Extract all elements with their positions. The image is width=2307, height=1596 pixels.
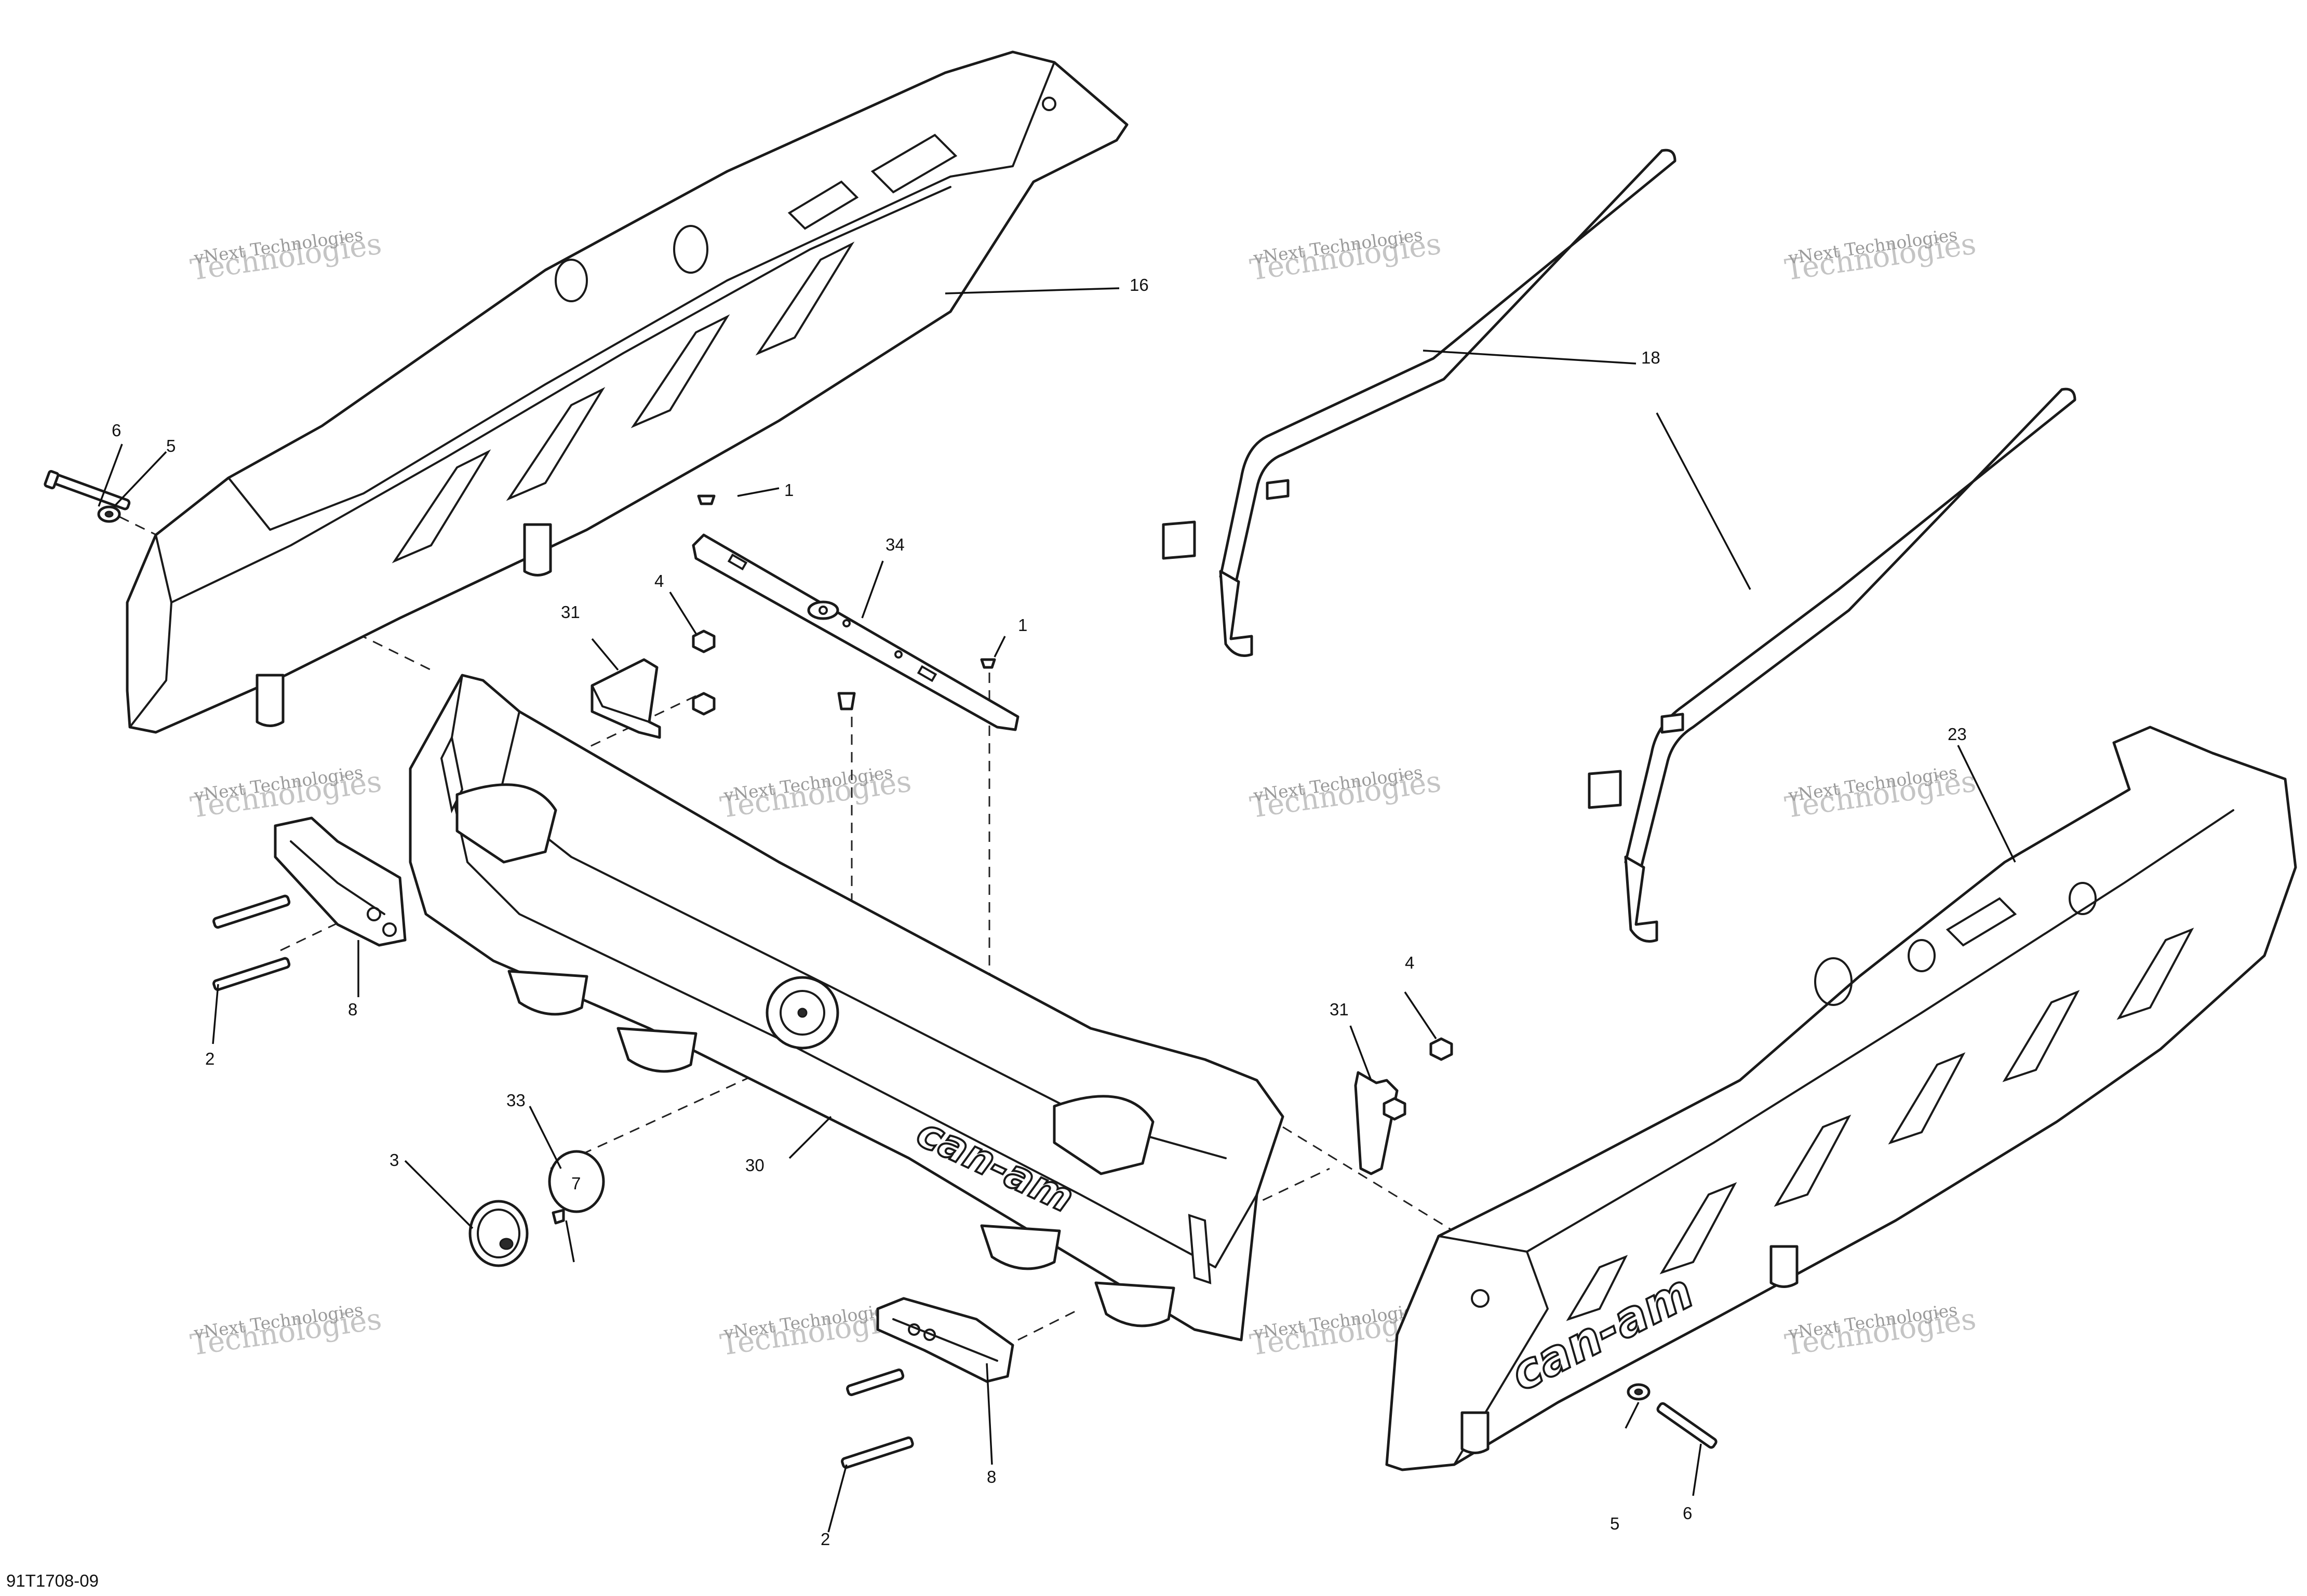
- disc-33: [548, 1150, 605, 1213]
- rivet-1-right: [980, 658, 996, 669]
- callout-7: 7: [571, 1174, 581, 1193]
- callout-2: 2: [205, 1049, 214, 1068]
- callout-6: 6: [112, 421, 121, 440]
- callout-4: 4: [1405, 953, 1414, 972]
- callout-6: 6: [1683, 1504, 1692, 1523]
- washer-5-right: [1627, 1383, 1651, 1401]
- callout-3: 3: [390, 1150, 399, 1170]
- grab-handles: [1162, 149, 2076, 943]
- callout-5: 5: [1610, 1514, 1619, 1533]
- callout-31: 31: [1330, 1000, 1349, 1019]
- bolt-2-upper-left: [212, 894, 291, 929]
- bolt-6-left: [44, 470, 131, 511]
- bolt-2-upper-right: [846, 1369, 905, 1397]
- nut-4-right-upper: [1429, 1037, 1453, 1061]
- bolt-2-lower-right: [841, 1436, 914, 1469]
- rear-cross-member: can-am: [409, 674, 1284, 1342]
- bracket-strip: [692, 533, 1020, 731]
- emblem-3: [468, 1200, 529, 1267]
- callout-30: 30: [745, 1156, 764, 1175]
- hinge-clamp-left: [274, 816, 407, 947]
- screw-7: [552, 1209, 565, 1225]
- rivet-1-middle: [837, 692, 856, 710]
- callout-4: 4: [654, 571, 664, 591]
- nut-4-lower: [692, 692, 716, 716]
- side-rail-right: can-am: [1385, 726, 2297, 1471]
- callout-8: 8: [987, 1467, 996, 1486]
- nut-4-upper: [692, 629, 716, 653]
- callout-16: 16: [1130, 275, 1149, 294]
- callout-23: 23: [1948, 725, 1967, 744]
- document-code: 91T1708-09: [6, 1571, 99, 1590]
- hinge-clamp-right: [876, 1297, 1014, 1383]
- bracket-31-left: [591, 658, 661, 739]
- callout-34: 34: [886, 535, 905, 554]
- leader-lines: [98, 287, 2016, 1533]
- bracket-31-right: [1354, 1071, 1399, 1175]
- callout-labels: 16 18 23 1 1 34 4 4 31 31 6 5 5 6 30 33 …: [112, 275, 1967, 1549]
- callout-8: 8: [348, 1000, 357, 1019]
- callout-1: 1: [1018, 615, 1027, 635]
- callout-33: 33: [506, 1091, 526, 1110]
- side-rail-left: [126, 50, 1129, 734]
- callout-1: 1: [784, 480, 794, 500]
- callout-5: 5: [166, 436, 176, 455]
- nut-4-right-lower: [1383, 1097, 1406, 1121]
- callout-18: 18: [1641, 348, 1660, 367]
- bolt-6-right: [1656, 1402, 1718, 1449]
- callout-31: 31: [561, 602, 580, 622]
- rivet-1-upper: [697, 494, 716, 505]
- bolt-2-lower-left: [212, 957, 291, 991]
- callout-2: 2: [821, 1530, 830, 1549]
- washer-5-left: [97, 505, 121, 523]
